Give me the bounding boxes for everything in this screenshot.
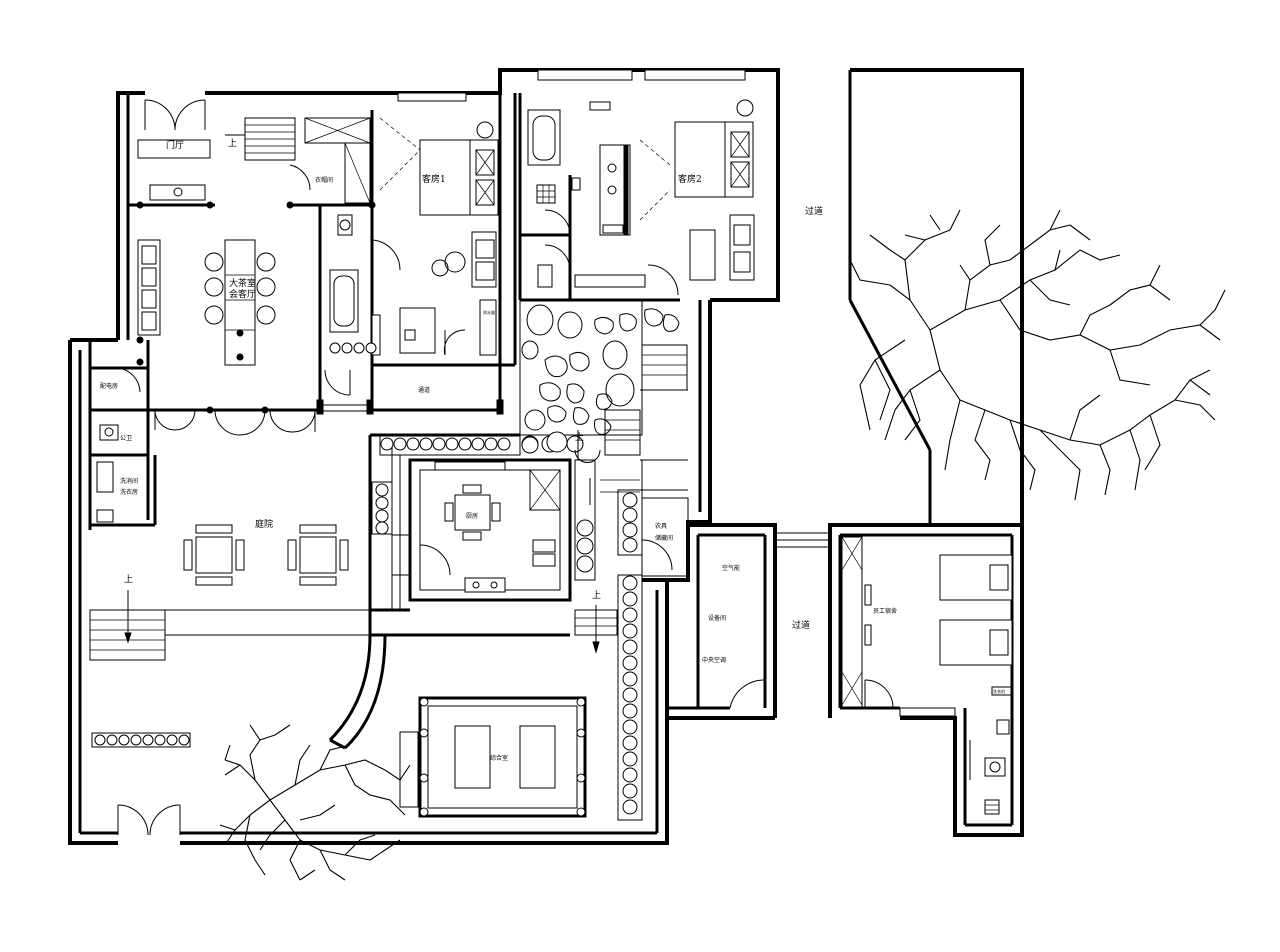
label-water-heater: 热水器 bbox=[483, 309, 495, 315]
label-corridor: 通道 bbox=[418, 386, 430, 394]
corridor-area bbox=[316, 399, 504, 415]
courtyard-tree bbox=[219, 724, 411, 881]
label-staff-dorm: 员工宿舍 bbox=[873, 607, 897, 615]
label-equipment-room: 设备间 bbox=[708, 614, 726, 622]
label-stair-up-mid: 上 bbox=[592, 590, 601, 601]
main-house-walls bbox=[68, 68, 780, 845]
label-courtyard: 庭院 bbox=[255, 518, 273, 530]
label-central-ac: 中央空调 bbox=[702, 656, 726, 664]
label-stair-up-garden: 上 bbox=[575, 432, 584, 443]
label-passage-2: 过道 bbox=[792, 619, 810, 631]
label-kitchen: 厨房 bbox=[466, 512, 478, 520]
tree-enclosure bbox=[848, 68, 1226, 525]
label-wash-machine: 洗衣机 bbox=[993, 688, 1005, 694]
label-cloakroom: 衣帽间 bbox=[315, 176, 333, 184]
foyer-tea-room bbox=[96, 99, 376, 525]
courtyard bbox=[89, 440, 411, 836]
label-tool-store-line1: 农具 bbox=[655, 522, 667, 530]
label-guest-room-2: 客房2 bbox=[678, 173, 702, 185]
kitchen-block bbox=[408, 458, 572, 602]
staff-dorm bbox=[828, 523, 1024, 837]
label-multi-room: 综合室 bbox=[490, 754, 508, 762]
label-laundry-line1: 洗消间 bbox=[120, 477, 138, 485]
label-stair-up-foyer: 上 bbox=[228, 138, 237, 149]
label-tool-store-line2: 储藏间 bbox=[655, 534, 673, 542]
label-laundry-line2: 洗衣房 bbox=[120, 488, 138, 496]
guest-room-1 bbox=[322, 92, 499, 412]
label-passage-1: 过道 bbox=[805, 205, 823, 217]
label-stair-up-courtyard: 上 bbox=[124, 574, 133, 585]
equipment-room bbox=[667, 523, 777, 720]
label-air-source: 空气能 bbox=[722, 564, 740, 572]
label-tea-room-line2: 会客厅 bbox=[229, 288, 256, 300]
guest-room-2 bbox=[520, 69, 755, 300]
label-guest-room-1: 客房1 bbox=[422, 173, 446, 185]
connector bbox=[775, 532, 830, 548]
multi-room bbox=[399, 696, 587, 818]
right-hedge-column bbox=[574, 489, 689, 821]
room-labels: 门厅 上 衣帽间 客房1 客房2 大茶室 会客厅 配电房 公卫 洗消间 洗衣房 … bbox=[100, 138, 1005, 762]
label-foyer: 门厅 bbox=[166, 139, 184, 151]
label-electrical-room: 配电房 bbox=[100, 382, 118, 390]
label-tea-room-line1: 大茶室 bbox=[229, 277, 256, 289]
label-public-wc: 公卫 bbox=[120, 435, 132, 442]
stone-garden bbox=[519, 299, 688, 590]
